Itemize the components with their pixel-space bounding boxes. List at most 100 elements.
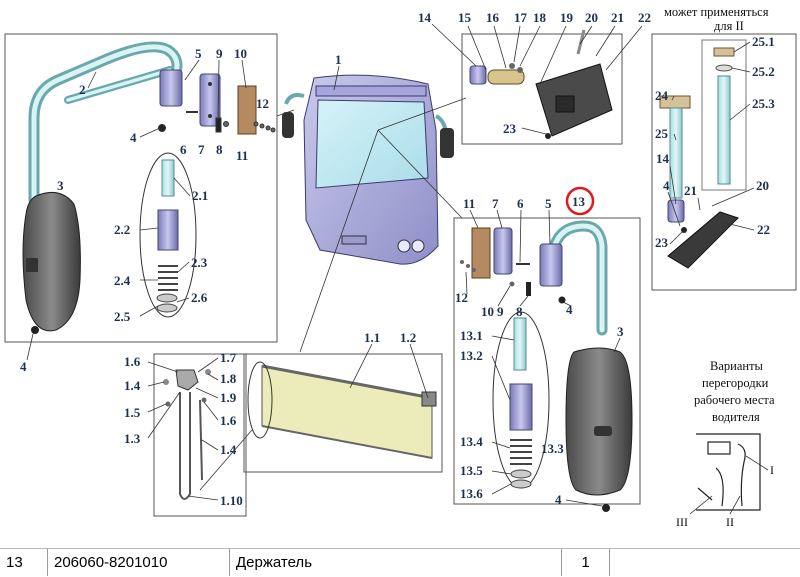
mirror-head-parts (469, 29, 613, 139)
callout-10: 10 (234, 46, 247, 61)
sun-curtain (247, 361, 437, 459)
callout-2-5: 2.5 (114, 309, 131, 324)
curtain-frame (243, 353, 443, 473)
mirror-head-frame (461, 33, 623, 145)
curtain-leader-lines (199, 343, 429, 491)
callout-15: 15 (458, 10, 472, 25)
callout-4-mid: 4 (566, 302, 573, 317)
partition-sketch (696, 433, 761, 511)
callout-23-top: 23 (503, 121, 517, 136)
callout-6-mid: 6 (517, 196, 524, 211)
callout-4: 4 (130, 130, 137, 145)
top-right-leader-lines (431, 23, 643, 135)
callout-1-1: 1.1 (364, 330, 380, 345)
callout-19: 19 (560, 10, 574, 25)
optional-inset-frame (701, 39, 747, 191)
left-plate-11 (237, 85, 257, 135)
callout-13-5: 13.5 (460, 463, 483, 478)
callout-25-3: 25.3 (752, 96, 775, 111)
callout-13-6: 13.6 (460, 486, 483, 501)
callout-2-3: 2.3 (191, 255, 208, 270)
callout-20: 20 (585, 10, 598, 25)
variants-title-4: водителя (712, 410, 760, 424)
callout-21-right: 21 (684, 183, 697, 198)
callout-13-3: 13.3 (541, 441, 564, 456)
left-clamp-5 (159, 69, 183, 107)
callout-2-4: 2.4 (114, 273, 131, 288)
right-clamps (460, 227, 566, 304)
parts-table-row: 13 206060-8201010 Держатель 1 (0, 548, 800, 577)
callout-25-1: 25.1 (752, 34, 775, 49)
callout-1-8: 1.8 (220, 371, 237, 386)
callout-2-1: 2.1 (192, 188, 208, 203)
left-detail-ellipse (139, 152, 197, 318)
callout-21: 21 (611, 10, 624, 25)
callout-24: 24 (655, 88, 669, 103)
callout-4-right: 4 (663, 178, 670, 193)
callout-11: 11 (236, 148, 248, 163)
optional-parts (659, 47, 739, 269)
callout-8: 8 (216, 142, 223, 157)
variant-leader-lines (689, 455, 769, 515)
right-holder-13 (548, 220, 608, 336)
callout-5: 5 (195, 46, 202, 61)
right-detail-ellipse (492, 311, 550, 489)
callout-7: 7 (198, 142, 205, 157)
callout-3-mid: 3 (617, 324, 624, 339)
callout-25: 25 (655, 126, 669, 141)
callout-13-4: 13.4 (460, 434, 483, 449)
callout-14-top: 14 (418, 10, 432, 25)
callout-1-9: 1.9 (220, 390, 237, 405)
parts-name-cell: Держатель (230, 549, 562, 576)
callout-1-4b: 1.4 (220, 442, 237, 457)
callout-1-5: 1.5 (124, 405, 141, 420)
left-clamp-7 (199, 73, 221, 127)
left-assembly-frame (4, 33, 278, 343)
callout-25-2: 25.2 (752, 64, 775, 79)
variant-ii-label: II (726, 515, 734, 529)
callout-17: 17 (514, 10, 528, 25)
callout-6: 6 (180, 142, 187, 157)
callout-1: 1 (335, 52, 342, 67)
callout-1-6a: 1.6 (124, 354, 141, 369)
curtain-fittings-frame (153, 353, 247, 517)
left-bolts (158, 111, 276, 133)
variants-title-3: рабочего места (694, 393, 775, 407)
callout-2-6: 2.6 (191, 290, 208, 305)
callout-20-right: 20 (756, 178, 769, 193)
fittings-leader-lines (147, 357, 219, 501)
optional-assembly-frame (651, 33, 797, 291)
callout-1-10: 1.10 (220, 493, 243, 508)
callout-2: 2 (79, 82, 86, 97)
callout-9-mid: 9 (497, 304, 504, 319)
mid-right-leader-lines (465, 209, 621, 507)
callout-12-mid: 12 (455, 290, 468, 305)
callout-13-2: 13.2 (460, 348, 483, 363)
callout-9: 9 (216, 46, 223, 61)
parts-code-cell: 206060-8201010 (48, 549, 230, 576)
callout-16: 16 (486, 10, 500, 25)
curtain-fittings (163, 369, 211, 500)
variants-title-2: перегородки (702, 376, 769, 390)
parts-quantity-cell: 1 (562, 549, 610, 576)
bus-front (282, 74, 454, 265)
callout-13-1: 13.1 (460, 328, 483, 343)
variant-i-label: I (770, 463, 774, 477)
callout-4-mid-bottom: 4 (555, 492, 562, 507)
right-mirror-head (565, 347, 633, 512)
callout-5-mid: 5 (545, 196, 552, 211)
callout-1-7: 1.7 (220, 350, 237, 365)
callout-22-top: 22 (638, 10, 651, 25)
callout-1-4a: 1.4 (124, 378, 141, 393)
callout-7-mid: 7 (492, 196, 499, 211)
left-mirror-arm (28, 41, 183, 206)
callout-4-bottom-left: 4 (20, 359, 27, 374)
callout-13-highlighted: 13 (572, 194, 586, 209)
applicability-note: может применяться (664, 5, 769, 19)
far-right-leader-lines (667, 41, 755, 245)
right-assembly-frame (453, 217, 641, 505)
center-leader-lines (276, 65, 467, 353)
variant-iii-label: III (676, 515, 688, 529)
callout-8-mid: 8 (516, 304, 523, 319)
callout-12: 12 (256, 96, 269, 111)
